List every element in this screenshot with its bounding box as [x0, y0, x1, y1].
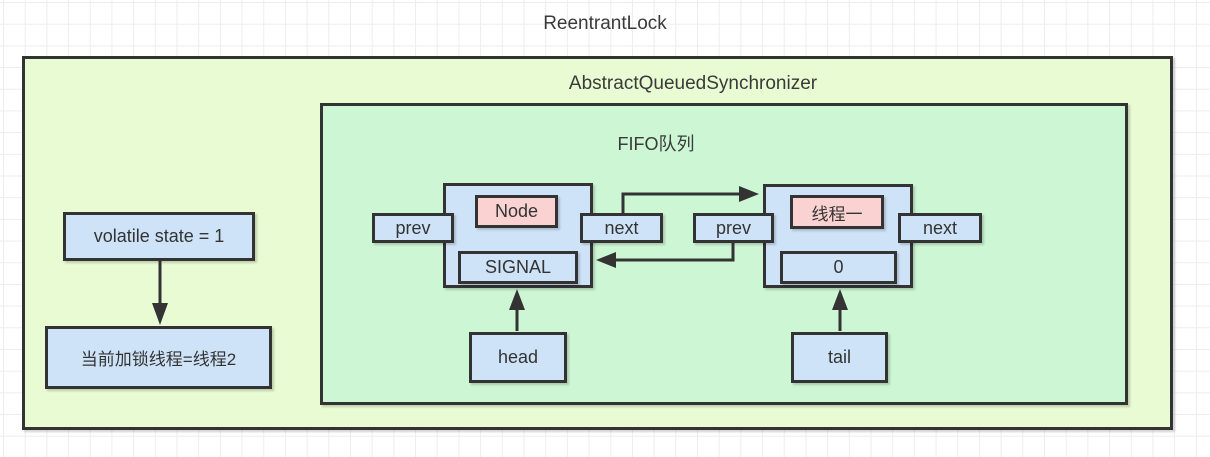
head-pointer-label: head	[497, 347, 539, 367]
lock-owner-label: 当前加锁线程=线程2	[80, 350, 237, 369]
head-pointer-box: head	[469, 332, 567, 383]
tail-pointer-label: tail	[827, 347, 851, 367]
node2-prev-label: prev	[715, 217, 751, 238]
fifo-queue-title: FIFO队列	[617, 134, 695, 154]
node1-next-box: next	[580, 213, 663, 243]
page-title: ReentrantLock	[543, 13, 667, 34]
node2-waitstatus-label: 0	[833, 257, 844, 277]
volatile-state-label: volatile state = 1	[93, 226, 225, 246]
node1-waitstatus-box: SIGNAL	[458, 251, 578, 284]
fifo-queue-container	[320, 103, 1128, 405]
node1-prev-box: prev	[372, 213, 454, 243]
node2-prev-box: prev	[693, 213, 774, 243]
aqs-title: AbstractQueuedSynchronizer	[568, 73, 818, 94]
node1-prev-label: prev	[395, 217, 431, 238]
node2-name-box: 线程一	[790, 195, 884, 229]
node1-name-box: Node	[475, 195, 558, 228]
node2-waitstatus-box: 0	[780, 251, 897, 284]
volatile-state-box: volatile state = 1	[63, 212, 255, 261]
node1-next-label: next	[604, 217, 639, 238]
node1-waitstatus-label: SIGNAL	[484, 257, 552, 277]
lock-owner-box: 当前加锁线程=线程2	[45, 326, 272, 389]
node2-name-label: 线程一	[811, 204, 863, 224]
tail-pointer-box: tail	[791, 332, 888, 383]
node1-name-label: Node	[494, 201, 539, 221]
node2-next-label: next	[922, 217, 958, 238]
node2-next-box: next	[898, 213, 982, 243]
